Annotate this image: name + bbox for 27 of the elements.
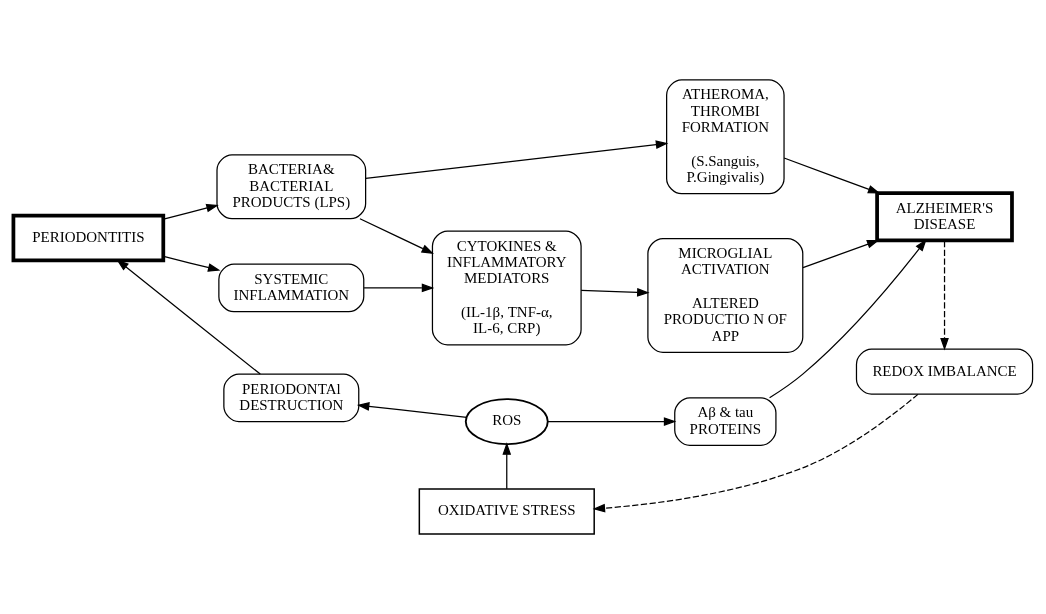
node-box: PERIODONTITIS	[11, 213, 166, 263]
arrow	[592, 393, 919, 513]
arrow	[802, 239, 880, 269]
arrow	[768, 239, 927, 399]
arrow	[163, 255, 221, 272]
arrow	[356, 402, 468, 418]
node-box: PERIODONTAl DESTRUCTION	[223, 373, 360, 423]
node-box: Aβ & tau PROTEINS	[674, 397, 777, 446]
arrow	[580, 288, 650, 297]
arrow	[365, 140, 669, 179]
arrow	[359, 218, 434, 254]
node-box: BACTERIA& BACTERIAL PRODUCTS (LPS)	[216, 154, 367, 220]
node-box: ATHEROMA, THROMBI FORMATION (S.Sanguis, P.Gingivalis)	[666, 79, 785, 195]
node-box: OXIDATIVE STRESS	[418, 488, 595, 535]
arrow	[163, 203, 219, 220]
arrow	[783, 157, 881, 194]
arrow	[116, 259, 261, 375]
node-box: REDOX IMBALANCE	[855, 348, 1034, 395]
arrow	[940, 240, 949, 351]
node-box: ALZHEIMER'S DISEASE	[875, 191, 1014, 243]
node-box: CYTOKINES & INFLAMMATORY MEDIATORS (IL-1β, TNF-α, IL-6, CRP)	[431, 230, 582, 346]
arrow	[363, 283, 435, 293]
arrow	[547, 417, 677, 426]
node-ellipse: ROS	[464, 398, 549, 445]
node-box: SYSTEMIC INFLAMMATION	[218, 263, 365, 313]
node-box: MICROGLIAL ACTIVATION ALTERED PRODUCTIO N OF APP	[647, 238, 804, 353]
arrow	[502, 442, 512, 490]
